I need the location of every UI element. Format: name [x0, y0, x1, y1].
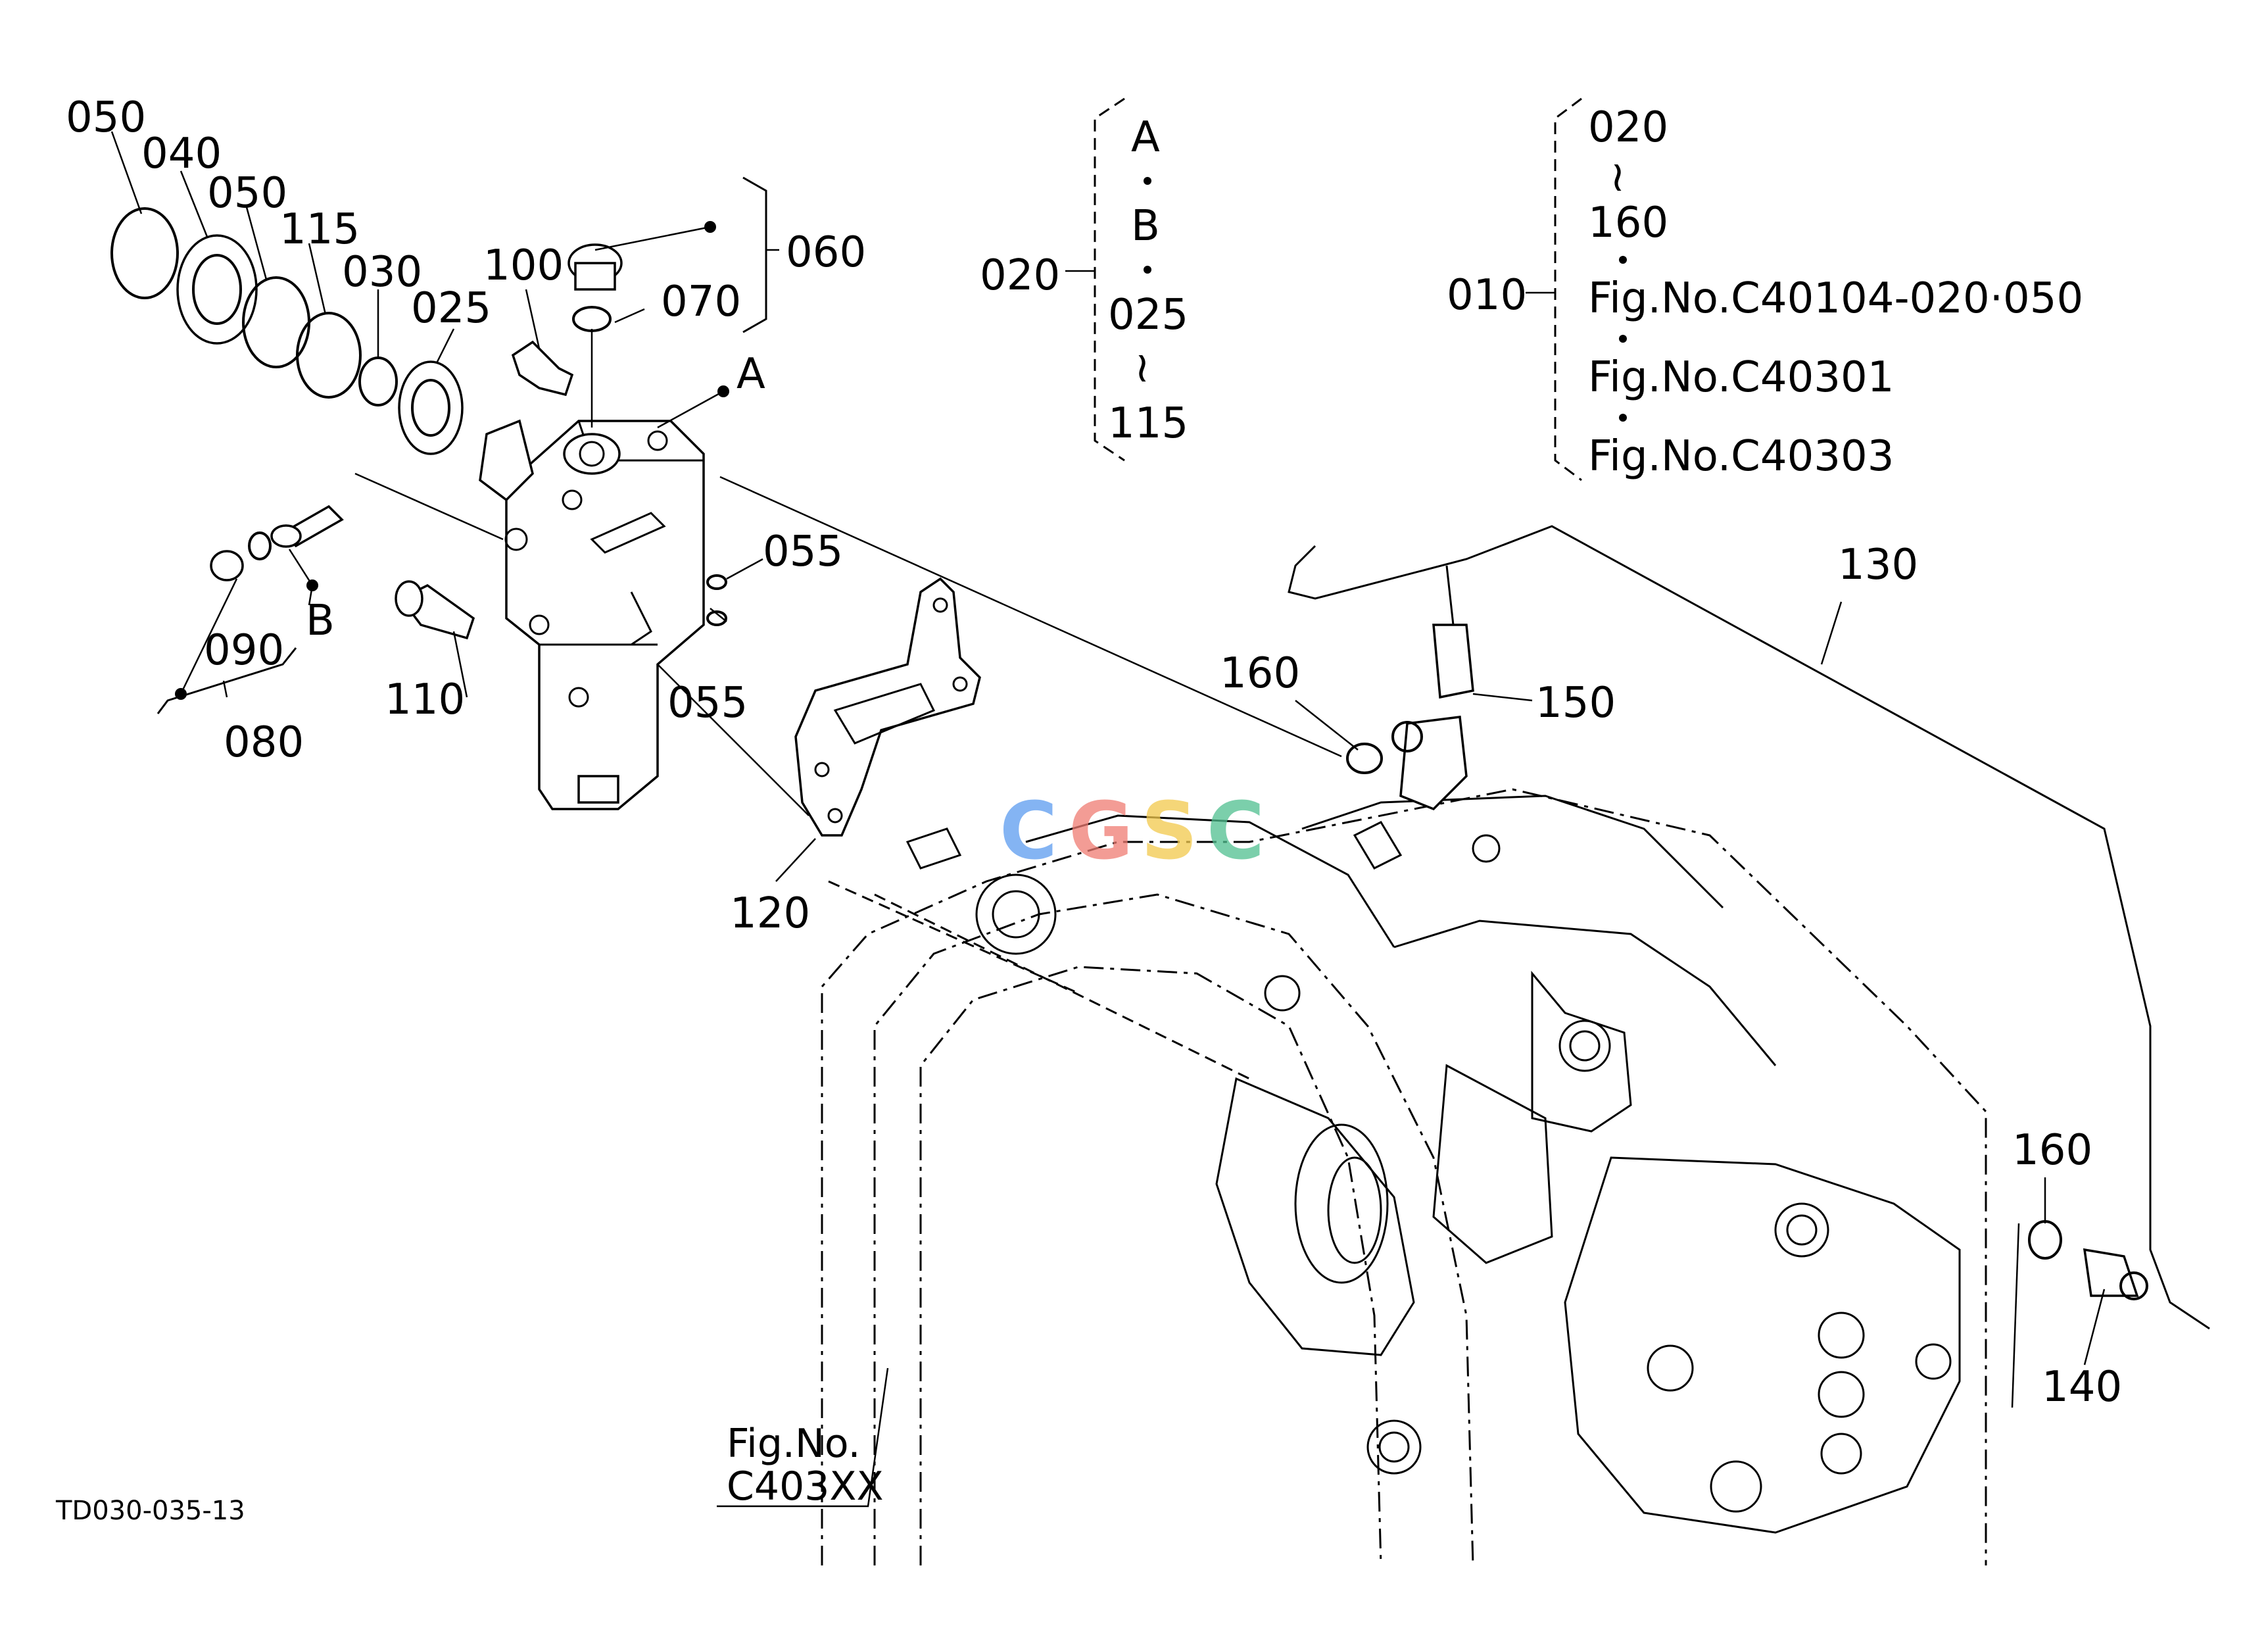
transmission-housing: [821, 788, 1987, 1566]
callout-025: 025: [411, 284, 491, 333]
callout-B: B: [306, 597, 335, 645]
fig-ref-line1: Fig.No.: [727, 1421, 861, 1467]
callout-040: 040: [141, 130, 222, 178]
callout-140: 140: [2042, 1363, 2122, 1412]
watermark-c2: C: [1207, 786, 1265, 877]
pump-assembly: [479, 419, 705, 810]
group-020-item-b: B: [1131, 202, 1160, 251]
callout-100: 100: [483, 241, 564, 290]
callout-055-lower: 055: [667, 679, 748, 727]
group-010-listing: 010 020 ≀ 160 Fig.No.C40104-020·050 Fig.…: [1447, 103, 2083, 481]
group-010-item-160: 160: [1588, 199, 1668, 247]
group-010-ref: 010: [1447, 271, 1527, 320]
fig-ref-line2: C403XX: [727, 1463, 884, 1510]
callout-060: 060: [786, 228, 866, 277]
group-020-ref: 020: [980, 251, 1060, 300]
callout-055-upper: 055: [763, 528, 843, 576]
callout-120: 120: [730, 889, 810, 938]
elbow-150: [1391, 716, 1468, 811]
group-020-item-115: 115: [1108, 399, 1188, 448]
group-020-listing: 020 A B 025 ≀ 115: [980, 113, 1188, 448]
fitting-140: [2083, 1248, 2148, 1300]
group-020-tilde: ≀: [1134, 343, 1150, 392]
callout-160-left: 160: [1220, 649, 1300, 698]
group-010-fig-c40301: Fig.No.C40301: [1588, 353, 1894, 402]
callout-030: 030: [342, 248, 422, 297]
watermark-s: S: [1141, 786, 1197, 877]
group-020-item-a: A: [1131, 113, 1160, 162]
leader-lines: [110, 97, 2106, 1508]
callout-070: 070: [661, 278, 741, 326]
callout-080: 080: [224, 718, 304, 767]
watermark-c1: C: [1000, 786, 1057, 877]
callout-115: 115: [279, 205, 360, 254]
pipe-130: [1288, 525, 2210, 1330]
callout-160-right: 160: [2012, 1126, 2092, 1175]
group-010-fig-c40303: Fig.No.C40303: [1588, 432, 1894, 481]
small-parts: [110, 207, 2062, 1260]
watermark: C G S C: [1000, 786, 1265, 877]
watermark-g: G: [1069, 786, 1134, 877]
drawing-code: TD030-035-13: [55, 1496, 245, 1526]
callout-130: 130: [1838, 541, 1918, 589]
callout-labels: 050 040 050 115 030 025 100 070 060 A 05…: [66, 93, 2122, 1412]
group-010-item-020: 020: [1588, 103, 1668, 152]
callout-150: 150: [1535, 679, 1616, 727]
gasket-120: [794, 577, 981, 837]
callout-A: A: [736, 350, 765, 399]
callout-050-top: 050: [66, 93, 146, 142]
group-020-item-025: 025: [1108, 291, 1188, 339]
callout-110: 110: [385, 676, 465, 724]
fig-reference: Fig.No. C403XX: [727, 1421, 884, 1510]
group-010-fig-c40104: Fig.No.C40104-020·050: [1588, 274, 2083, 323]
callout-050-second: 050: [207, 169, 287, 218]
callout-090: 090: [204, 626, 284, 675]
group-010-tilde: ≀: [1610, 153, 1626, 201]
